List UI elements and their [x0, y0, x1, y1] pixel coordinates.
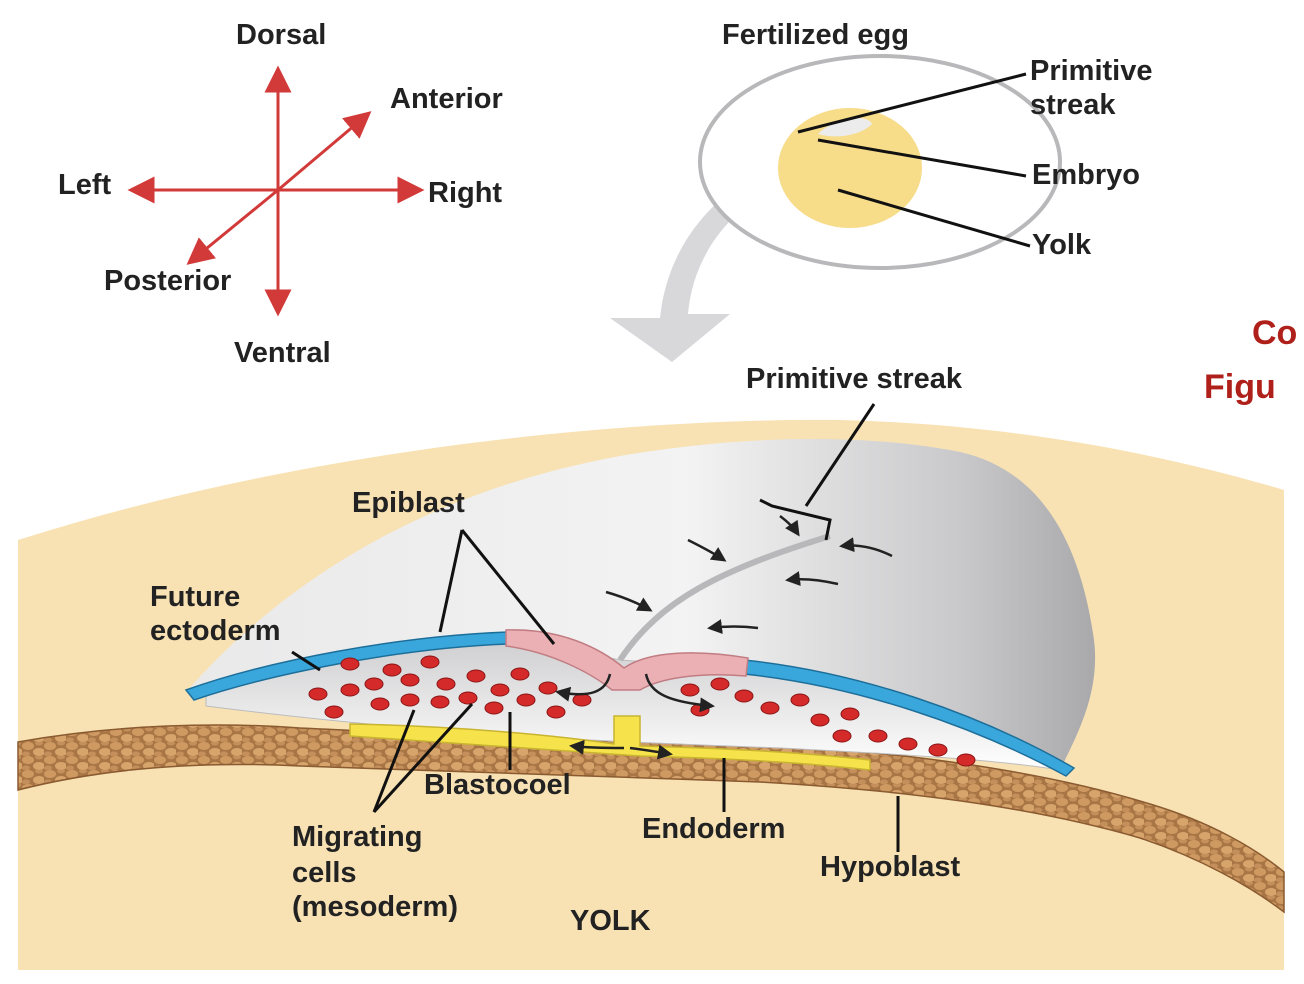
label-embryo: Embryo — [1032, 159, 1140, 191]
egg-yolk — [778, 108, 922, 228]
label-ventral: Ventral — [234, 337, 331, 369]
side-caption-line1: Co — [1252, 314, 1297, 352]
fertilized-egg: Fertilized egg Primitive streak Embryo Y… — [610, 19, 1153, 362]
label-egg-yolk: Yolk — [1032, 229, 1092, 261]
label-migrating-3: (mesoderm) — [292, 891, 458, 923]
leader-migrating-2 — [372, 702, 474, 814]
leader-epiblast-right — [460, 529, 556, 645]
leader-primitive-streak-egg — [797, 72, 1027, 134]
embryo-cross-section: Primitive streak Epiblast Future ectoder… — [17, 363, 1285, 970]
leader-migrating-1 — [372, 709, 416, 813]
leader-future-ectoderm — [291, 650, 321, 672]
primitive-streak-groove — [617, 533, 831, 662]
cell-movement-arrows — [555, 515, 893, 760]
primitive-streak-cells — [505, 629, 749, 691]
label-blastocoel: Blastocoel — [424, 769, 571, 801]
label-dorsal: Dorsal — [236, 19, 326, 51]
posterior-axis-arrow — [186, 188, 279, 265]
leader-epiblast-left — [438, 529, 464, 633]
label-endoderm: Endoderm — [642, 813, 785, 845]
label-epiblast: Epiblast — [352, 487, 465, 519]
label-primitive-streak-section: Primitive streak — [746, 363, 963, 395]
section-leader-lines — [291, 403, 900, 852]
egg-embryo — [818, 118, 872, 137]
label-future-ectoderm-1: Future — [150, 581, 240, 613]
label-left: Left — [58, 169, 112, 201]
label-right: Right — [428, 177, 502, 209]
label-hypoblast: Hypoblast — [820, 851, 961, 883]
mesoderm-cells — [308, 655, 976, 767]
orientation-compass: Dorsal Ventral Left Right Anterior Poste… — [58, 19, 503, 369]
label-migrating-2: cells — [292, 857, 357, 889]
label-primitive-streak-egg-1: Primitive — [1030, 55, 1153, 87]
label-migrating-1: Migrating — [292, 821, 423, 853]
anterior-axis-arrow — [277, 111, 372, 192]
leader-yolk — [837, 188, 1031, 248]
label-posterior: Posterior — [104, 265, 231, 297]
leader-embryo — [817, 138, 1027, 178]
label-anterior: Anterior — [390, 83, 503, 115]
epiblast-blue-right — [743, 659, 1076, 777]
side-caption-line2: Figu — [1204, 368, 1276, 406]
label-future-ectoderm-2: ectoderm — [150, 615, 281, 647]
label-primitive-streak-egg-2: streak — [1030, 89, 1116, 121]
label-yolk-section: YOLK — [570, 905, 651, 937]
leader-primitive-streak-section — [759, 403, 876, 541]
label-fertilized-egg: Fertilized egg — [722, 19, 909, 51]
